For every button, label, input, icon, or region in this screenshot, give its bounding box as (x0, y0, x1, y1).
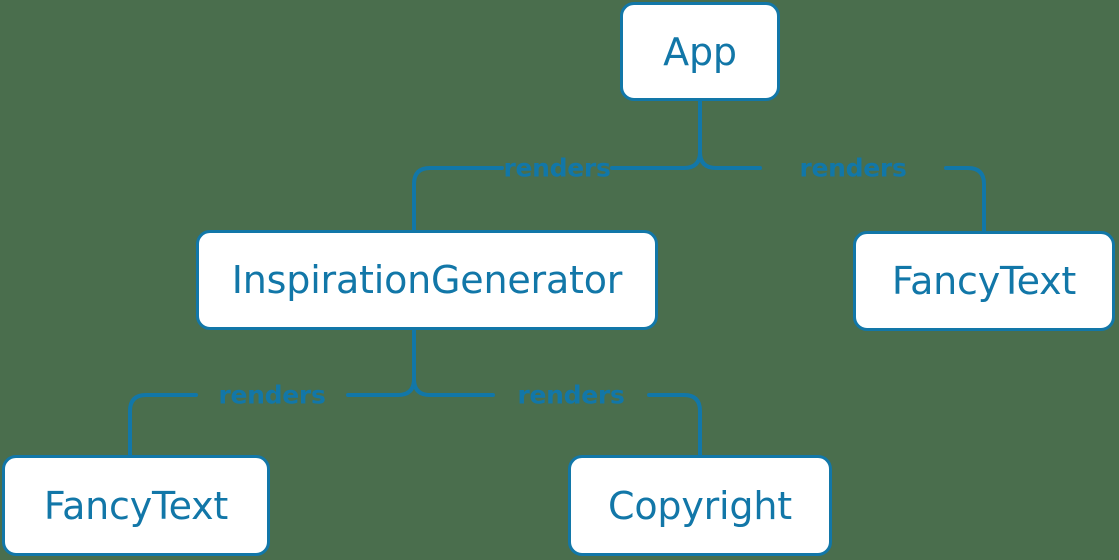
node-app[interactable]: App (620, 2, 780, 101)
node-label: App (663, 29, 737, 74)
edge-inspiration-to-copyright (412, 328, 702, 457)
node-label: FancyText (891, 259, 1077, 303)
node-label: FancyText (43, 483, 229, 528)
node-label: Copyright (608, 483, 792, 528)
node-fancytext-right[interactable]: FancyText (853, 231, 1115, 331)
edge-app-to-fancytext-right (698, 99, 986, 233)
node-inspiration-generator[interactable]: InspirationGenerator (196, 230, 658, 330)
edge-label-inspiration-to-copyright: renders (517, 380, 625, 410)
edge-label-inspiration-to-fancytext-bottom: renders (218, 380, 326, 410)
edge-label-app-to-inspiration-generator: renders (503, 153, 611, 183)
edge-label-app-to-fancytext-right: renders (799, 153, 907, 183)
node-label: InspirationGenerator (231, 258, 623, 302)
node-fancytext-bottom[interactable]: FancyText (2, 455, 270, 556)
node-copyright[interactable]: Copyright (568, 455, 832, 556)
